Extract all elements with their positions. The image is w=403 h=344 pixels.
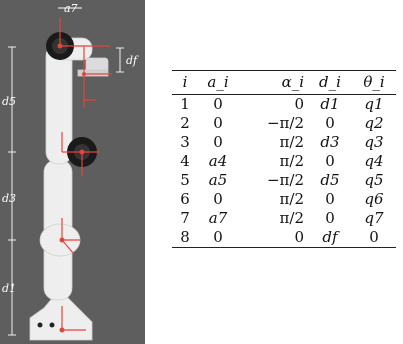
- cell-d: d1: [320, 95, 340, 113]
- cell-theta: q5: [364, 171, 384, 189]
- cell-i: 1: [180, 95, 190, 113]
- cell-d: 0: [325, 114, 335, 132]
- robot-arm: [29, 37, 109, 341]
- cell-i: 6: [180, 190, 190, 208]
- cell-theta: q2: [364, 114, 384, 132]
- cell-d: d3: [320, 133, 340, 151]
- robot-upper-link: [45, 43, 73, 165]
- cell-theta: q1: [364, 95, 384, 113]
- cell-i: 8: [180, 228, 190, 246]
- cell-alpha: 0: [294, 228, 304, 246]
- cell-i: 2: [180, 114, 190, 132]
- cell-alpha: −π/2: [266, 114, 304, 132]
- label-d1: d1: [2, 282, 16, 295]
- table-bottom-rule: [172, 247, 396, 248]
- cell-a: 0: [213, 190, 223, 208]
- cell-theta: q3: [364, 133, 384, 151]
- cell-d: 0: [325, 190, 335, 208]
- cell-d: 0: [325, 209, 335, 227]
- cell-alpha: −π/2: [266, 171, 304, 189]
- cell-a: a7: [208, 209, 228, 227]
- robot-figure: a7 df d5 d3 d1: [0, 0, 145, 344]
- cell-alpha: π/2: [279, 152, 304, 170]
- table-row: 6 0 π/2 0 q6: [172, 190, 396, 209]
- robot-gripper-plate: [77, 69, 109, 77]
- table-top-rule: [172, 70, 396, 71]
- cell-a: 0: [213, 114, 223, 132]
- cell-a: 0: [213, 228, 223, 246]
- dh-parameter-table: i a_i α_i d_i θ_i 1 0 0 d1 q1 2 0 −π/2 0…: [172, 70, 396, 248]
- cell-a: a5: [208, 171, 228, 189]
- label-df: df: [126, 54, 139, 67]
- cell-i: 4: [180, 152, 190, 170]
- frame-origins: [57, 43, 86, 333]
- table-header-row: i a_i α_i d_i θ_i: [172, 71, 396, 94]
- header-theta: θ_i: [363, 73, 385, 91]
- header-a: a_i: [207, 73, 229, 91]
- cell-alpha: π/2: [279, 209, 304, 227]
- cell-theta: 0: [369, 228, 379, 246]
- cell-d: d5: [320, 171, 340, 189]
- cell-d: 0: [325, 152, 335, 170]
- base-hole: [37, 322, 43, 328]
- cell-d: df: [322, 228, 338, 246]
- cell-a: 0: [213, 133, 223, 151]
- header-d: d_i: [319, 73, 341, 91]
- cell-i: 5: [180, 171, 190, 189]
- table-row: 4 a4 π/2 0 q4: [172, 152, 396, 171]
- table-row: 3 0 π/2 d3 q3: [172, 133, 396, 152]
- cell-i: 7: [180, 209, 190, 227]
- dimension-lines: [8, 7, 124, 336]
- cell-i: 3: [180, 133, 190, 151]
- table-row: 7 a7 π/2 0 q7: [172, 209, 396, 228]
- label-d3: d3: [2, 192, 16, 205]
- cell-theta: q6: [364, 190, 384, 208]
- frame-axes: [59, 18, 112, 331]
- header-alpha: α_i: [281, 73, 304, 91]
- cell-theta: q4: [364, 152, 384, 170]
- cell-a: 0: [213, 95, 223, 113]
- table-row: 2 0 −π/2 0 q2: [172, 114, 396, 133]
- cell-alpha: 0: [294, 95, 304, 113]
- label-d5: d5: [2, 95, 16, 108]
- table-row: 1 0 0 d1 q1: [172, 95, 396, 114]
- cell-a: a4: [208, 152, 228, 170]
- table-header-rule: [172, 94, 396, 95]
- cell-alpha: π/2: [279, 133, 304, 151]
- table-row: 8 0 0 df 0: [172, 228, 396, 247]
- robot-diagram: a7 df d5 d3 d1: [0, 0, 145, 344]
- header-i: i: [182, 73, 188, 91]
- cell-theta: q7: [364, 209, 384, 227]
- cell-alpha: π/2: [279, 190, 304, 208]
- label-a7: a7: [64, 2, 78, 15]
- table-row: 5 a5 −π/2 d5 q5: [172, 171, 396, 190]
